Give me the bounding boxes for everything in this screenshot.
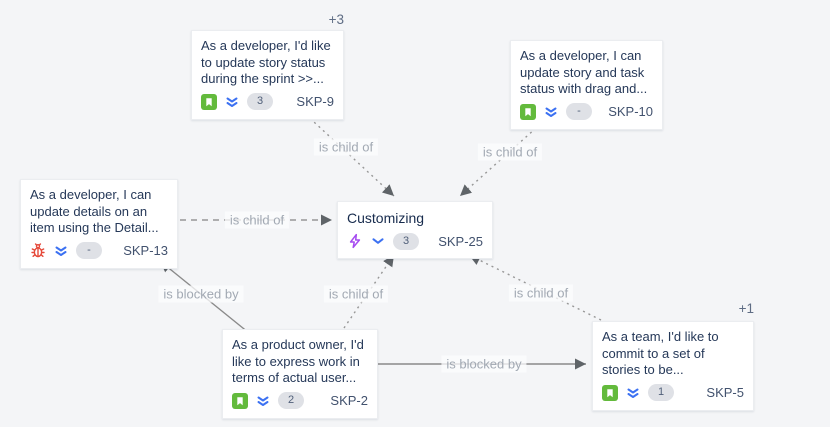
issue-key: SKP-25 [438,233,483,249]
issue-card-skp-13[interactable]: As a developer, I can update details on … [20,179,178,269]
priority-lowest-icon [255,393,271,409]
issue-summary-line: As a developer, I can [520,48,642,63]
priority-low-icon [370,233,386,249]
issue-card-skp-9[interactable]: As a developer, I'd like to update story… [191,30,344,120]
issue-key: SKP-2 [330,393,368,408]
edge-label-is-child-of: is child of [224,211,290,229]
bug-icon [30,242,46,259]
issue-key: SKP-10 [608,104,653,119]
edge-label-is-child-of: is child of [313,138,379,156]
link-count-badge: - [566,103,592,120]
issue-summary-line: like to express work in [232,353,360,369]
edge-label-is-blocked-by: is blocked by [158,285,244,303]
issue-summary-line: item using the Detail... [30,220,159,235]
epic-icon [347,233,363,249]
issue-summary-line: As a product owner, I'd [232,337,364,352]
issue-key: SKP-13 [123,243,168,258]
issue-summary-line: As a developer, I can [30,187,152,202]
story-icon [201,93,217,110]
issue-summary-line: stories to be... [602,362,684,377]
edge-label-is-child-of: is child of [508,284,574,302]
issue-key: SKP-5 [706,385,744,400]
issue-summary-line: status with drag and... [520,81,648,96]
link-count-badge: 3 [393,232,419,250]
issue-summary-line: update details on an [30,203,148,219]
issue-summary-line: terms of actual user... [232,370,357,385]
hidden-links-count-skp5[interactable]: +1 [738,301,754,316]
issue-summary-line: commit to a set of [602,345,705,361]
story-icon [232,392,248,409]
hidden-links-count-skp9[interactable]: +3 [328,12,344,27]
issue-summary-line: update story and task [520,64,645,80]
issue-summary-line: Customizing [347,210,425,226]
issue-summary-line: to update story status [201,54,326,70]
story-icon [602,384,618,401]
issue-key: SKP-9 [296,94,334,109]
priority-lowest-icon [543,104,559,120]
issue-summary-line: As a developer, I'd like [201,38,331,53]
story-icon [520,103,536,120]
edge-label-is-child-of: is child of [477,143,543,161]
issue-summary-line: during the sprint >>... [201,71,324,86]
edge-label-is-child-of: is child of [323,285,389,303]
priority-lowest-icon [224,94,240,110]
link-count-badge: 2 [278,392,304,409]
link-count-badge: - [76,242,102,259]
priority-lowest-icon [53,243,69,259]
link-count-badge: 1 [648,384,674,401]
edge-label-is-blocked-by: is blocked by [441,355,527,373]
link-count-badge: 3 [247,93,273,110]
issue-card-skp-5[interactable]: As a team, I'd like to commit to a set o… [592,321,754,411]
issue-summary-line: As a team, I'd like to [602,329,719,344]
priority-lowest-icon [625,385,641,401]
issue-card-skp-10[interactable]: As a developer, I can update story and t… [510,40,663,130]
issue-card-skp-25[interactable]: Customizing 3 SKP-25 [337,201,493,259]
issue-card-skp-2[interactable]: As a product owner, I'd like to express … [222,329,378,419]
